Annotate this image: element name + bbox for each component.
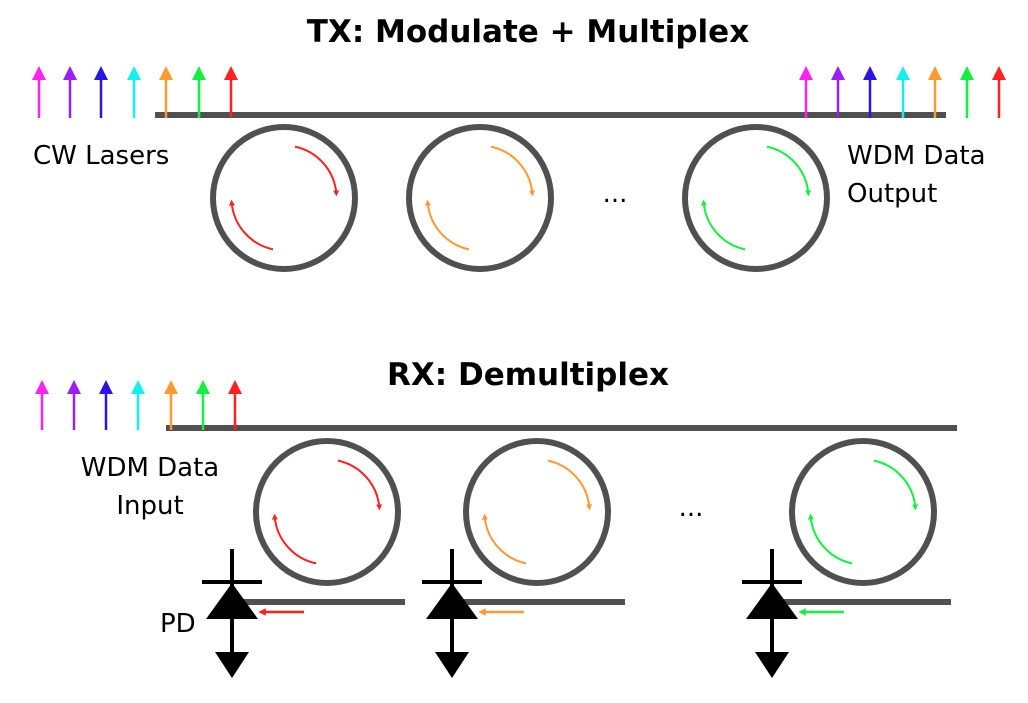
tx-input-violet-arrow xyxy=(63,66,77,118)
tx-output-violet-arrow xyxy=(831,66,845,118)
tx-ring-red xyxy=(210,124,358,272)
tx-output-orange-arrow xyxy=(928,66,942,118)
tx-ring-orange xyxy=(406,124,554,272)
rx-input-magenta-arrow xyxy=(35,380,49,430)
tx-input-orange-arrow xyxy=(159,66,173,118)
ring-resonator xyxy=(789,438,937,586)
circulation-arrow xyxy=(228,199,274,251)
tx-section: TX: Modulate + Multiplex CW Lasers WDM D… xyxy=(32,14,1006,272)
rx-input-blue-arrow xyxy=(99,380,113,430)
ring-resonator xyxy=(463,438,611,586)
circulation-arrow xyxy=(337,459,383,511)
tx-output-red-arrow xyxy=(992,66,1006,118)
circulation-arrow xyxy=(766,145,812,197)
circulation-arrow xyxy=(294,145,340,197)
circulation-arrow xyxy=(481,513,527,565)
tx-output-label-line2: Output xyxy=(847,179,937,209)
rx-input-violet-arrow xyxy=(67,380,81,430)
ground-arrow-icon xyxy=(215,652,249,678)
tx-output-magenta-arrow xyxy=(799,66,813,118)
photodiode-icon xyxy=(206,583,258,619)
rx-section: RX: Demultiplex WDM Data Input ... PD xyxy=(35,357,957,678)
rx-input-wavelength-arrows xyxy=(35,380,242,430)
circulation-arrow xyxy=(424,199,470,251)
rx-input-label-line1: WDM Data xyxy=(81,453,220,483)
tx-input-wavelength-arrows xyxy=(32,66,238,118)
tx-title: TX: Modulate + Multiplex xyxy=(307,14,749,50)
tx-output-green-arrow xyxy=(960,66,974,118)
rx-input-green-arrow xyxy=(196,380,210,430)
tx-output-label-line1: WDM Data xyxy=(847,141,986,171)
tx-ellipsis: ... xyxy=(603,179,628,209)
tx-input-green-arrow xyxy=(192,66,206,118)
ring-resonator xyxy=(253,438,401,586)
rx-input-orange-arrow xyxy=(164,380,178,430)
rx-input-label-line2: Input xyxy=(116,491,183,521)
photodiode-orange xyxy=(422,549,625,678)
rx-ring-orange xyxy=(463,438,611,586)
rx-ring-green xyxy=(789,438,937,586)
rx-title: RX: Demultiplex xyxy=(387,357,669,393)
ring-resonator xyxy=(406,124,554,272)
tx-rings xyxy=(210,124,830,272)
rx-input-cyan-arrow xyxy=(131,380,145,430)
photodiode-red xyxy=(202,549,405,678)
tx-output-wavelength-arrows xyxy=(799,66,1006,118)
circulation-arrow xyxy=(490,145,536,197)
circulation-arrow xyxy=(271,513,317,565)
tx-output-cyan-arrow xyxy=(896,66,910,118)
photodiode-green xyxy=(742,549,951,678)
circulation-arrow xyxy=(807,513,853,565)
rx-rings xyxy=(202,438,951,678)
ground-arrow-icon xyxy=(435,652,469,678)
tx-input-magenta-arrow xyxy=(32,66,46,118)
circulation-arrow xyxy=(873,459,919,511)
circulation-arrow xyxy=(700,199,746,251)
tx-input-blue-arrow xyxy=(94,66,108,118)
tx-input-label: CW Lasers xyxy=(33,141,169,171)
circulation-arrow xyxy=(547,459,593,511)
tx-output-blue-arrow xyxy=(863,66,877,118)
tx-ring-green xyxy=(682,124,830,272)
pd-label: PD xyxy=(160,609,196,639)
rx-ring-red xyxy=(253,438,401,586)
tx-input-red-arrow xyxy=(224,66,238,118)
rx-ellipsis: ... xyxy=(679,493,704,523)
tx-input-cyan-arrow xyxy=(127,66,141,118)
ground-arrow-icon xyxy=(755,652,789,678)
rx-input-red-arrow xyxy=(228,380,242,430)
photodiode-icon xyxy=(426,583,478,619)
ring-resonator xyxy=(682,124,830,272)
photodiode-icon xyxy=(746,583,798,619)
ring-resonator xyxy=(210,124,358,272)
